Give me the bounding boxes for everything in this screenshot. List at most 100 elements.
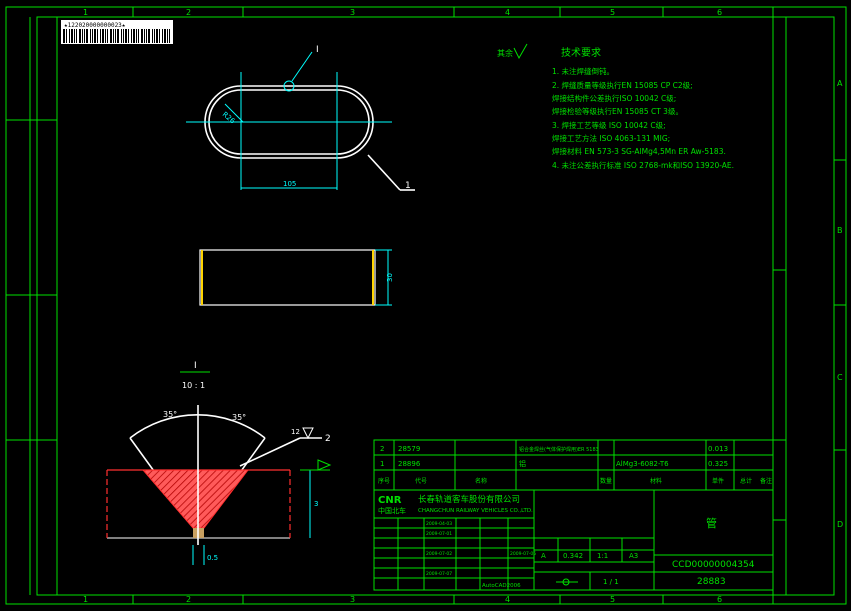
dim-length: 105 (283, 180, 296, 188)
barcode-bar (144, 29, 145, 43)
barcode-bar (156, 29, 158, 43)
barcode-bar (146, 29, 147, 43)
row-label-D: D (837, 520, 843, 529)
part-name: 管 (706, 516, 717, 530)
tech-req-3: 焊接结构件公差执行ISO 10042 C级; (552, 93, 676, 103)
bom-h-remark: 备注 (760, 477, 772, 485)
col-label-top-4: 4 (505, 8, 510, 17)
barcode-bar (86, 29, 88, 43)
detail-scale: 10 : 1 (182, 381, 205, 390)
col-label-bot-3: 3 (350, 595, 355, 604)
drawing-number: CCD00000004354 (672, 560, 755, 570)
col-label-top-6: 6 (717, 8, 722, 17)
bom-row2-qty: 0.013 (708, 445, 728, 453)
logo-top: CNR (378, 495, 402, 506)
code-number: 28883 (697, 577, 726, 587)
col-label-top-1: 1 (83, 8, 88, 17)
bom-table: 2 28579 铝合金焊丝(气体保护焊用)ER 5183 0.013 1 288… (373, 439, 774, 491)
side-view: 30 (199, 249, 394, 306)
barcode-bar (123, 29, 124, 43)
cad-software: AutoCAD2006 (482, 583, 521, 589)
tech-req-1: 1. 未注焊缝倒钝。 (552, 66, 614, 76)
tech-req-6: 焊接工艺方法 ISO 4063-131 MIG; (552, 133, 670, 143)
barcode-bar (117, 29, 119, 43)
barcode-bar (138, 29, 139, 43)
barcode-bar (100, 29, 101, 43)
detail-I-label: I (194, 361, 197, 371)
barcode-bar (69, 29, 70, 43)
bom-h-material: 材料 (650, 477, 662, 485)
bom-row1-material: AlMg3-6082-T6 (616, 460, 669, 468)
tech-req-5: 3. 焊接工艺等级 ISO 10042 C级; (552, 120, 666, 130)
angle-left: 35° (163, 410, 177, 419)
col-label-top-5: 5 (610, 8, 615, 17)
row-label-C: C (837, 373, 843, 382)
barcode-bar (169, 29, 170, 43)
dim-plate: 3 (314, 500, 318, 508)
barcode-bar (113, 29, 114, 43)
company-cn: 长春轨道客车股份有限公司 (418, 494, 520, 505)
col-label-bot-1: 1 (83, 595, 88, 604)
barcode-bar (115, 29, 116, 43)
barcode-bar (71, 29, 73, 43)
col-label-bot-2: 2 (186, 595, 191, 604)
barcode-bar (128, 29, 129, 43)
balloon-1-top: 1 (405, 181, 411, 191)
detail-header: I 10 : 1 (180, 361, 210, 390)
barcode-bar (125, 29, 127, 43)
title-block: CNR 中国北车 长春轨道客车股份有限公司 CHANGCHUN RAILWAY … (373, 489, 774, 591)
barcode: ★122020000000023★ (61, 20, 173, 44)
barcode-text: ★122020000000023★ (64, 22, 126, 29)
barcode-bar (66, 29, 67, 43)
left-filing-strip (6, 17, 58, 595)
row-grid-right: A B C D (834, 79, 846, 529)
balloon-2: 2 (325, 434, 331, 444)
barcode-bar (63, 29, 65, 43)
bom-h-unit: 单件 (712, 477, 724, 485)
column-grid-bottom: 1 2 3 4 5 6 (83, 595, 774, 604)
tech-req-7: 焊接材料 EN 573-3 SG-AlMg4,5Mn ER Aw-5183. (552, 146, 726, 156)
col-label-bot-4: 4 (505, 595, 510, 604)
date-1: 2009-04-03 (426, 521, 452, 527)
date-3: 2009-07-02 (426, 551, 452, 557)
projection-symbol (556, 578, 578, 586)
date-2: 2009-07-01 (426, 531, 452, 537)
column-grid-top: 1 2 3 4 5 6 (83, 7, 774, 17)
bom-row2-code: 28579 (398, 445, 420, 453)
logo-bottom: 中国北车 (378, 506, 406, 515)
top-view: R26 105 I 1 (186, 45, 415, 191)
bom-row2-no: 2 (380, 445, 384, 453)
scale: 1:1 (597, 552, 608, 560)
col-label-top-3: 3 (350, 8, 355, 17)
weld-size: 12 (291, 428, 300, 436)
roughness-label: 其余 (497, 48, 513, 58)
barcode-bar (107, 29, 108, 43)
tech-req-4: 焊接检验等级执行EN 15085 CT 3级。 (552, 106, 683, 116)
barcode-bar (110, 29, 112, 43)
barcode-bar (94, 29, 96, 43)
inner-frame (36, 16, 835, 596)
barcode-bar (133, 29, 135, 43)
barcode-bar (74, 29, 75, 43)
bom-row1-code: 28896 (398, 460, 421, 468)
company-en: CHANGCHUN RAILWAY VEHICLES CO.,LTD. (418, 508, 533, 514)
bom-h-total: 总计 (740, 477, 752, 485)
barcode-bar (79, 29, 81, 43)
barcode-bar (102, 29, 104, 43)
barcode-bar (76, 29, 77, 43)
tech-req-8: 4. 未注公差执行标准 ISO 2768-mk和ISO 13920-AE. (552, 160, 734, 170)
tech-req-2: 2. 焊缝质量等级执行EN 15085 CP C2级; (552, 80, 693, 90)
bom-row1-no: 1 (380, 460, 384, 468)
bom-h-qty: 数量 (600, 477, 612, 485)
stage: A (541, 552, 546, 560)
tech-req-title: 技术要求 (561, 46, 601, 59)
format: A3 (629, 552, 638, 560)
barcode-bar (148, 29, 150, 43)
sheet: 1 / 1 (603, 578, 619, 586)
angle-right: 35° (232, 413, 246, 422)
bom-row1-qty: 0.325 (708, 460, 728, 468)
barcode-bar (154, 29, 155, 43)
barcode-bar (141, 29, 143, 43)
col-label-bot-6: 6 (717, 595, 722, 604)
barcode-bar (92, 29, 93, 43)
